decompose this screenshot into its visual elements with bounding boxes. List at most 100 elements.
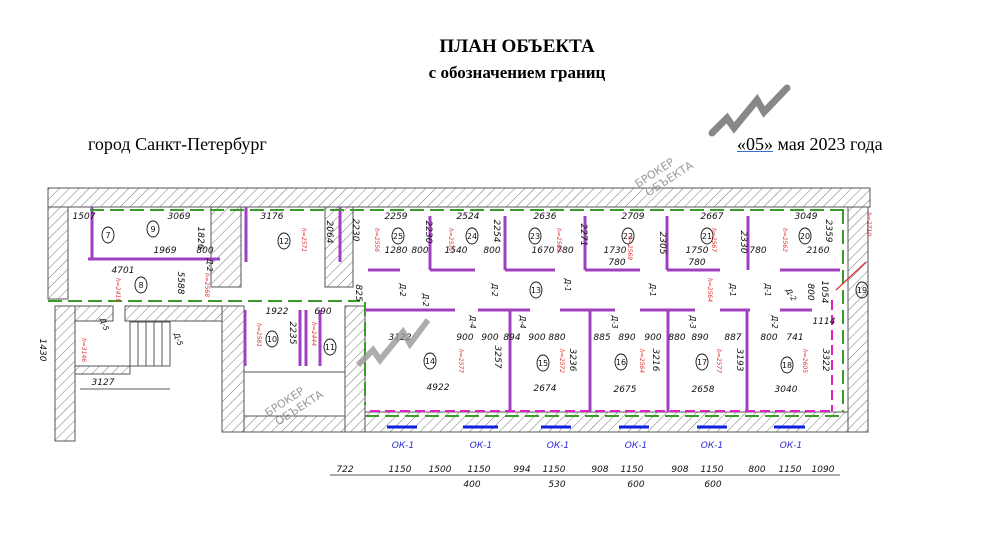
dimension-label: 800: [748, 465, 765, 475]
dimension-label: 1730: [604, 246, 627, 256]
dimension-label: 1507: [73, 212, 96, 222]
dimension-label: 2658: [692, 385, 715, 395]
room-number: 10: [267, 335, 277, 344]
dimension-label: 4701: [112, 266, 135, 276]
ceiling-height-label: h=3146: [80, 338, 87, 362]
dimension-label: 908: [671, 465, 688, 475]
ceiling-height-label: h=2556: [373, 228, 380, 252]
window-type-label: ОК-1: [470, 441, 492, 451]
dimension-label: 2330: [738, 231, 748, 254]
dimension-label: 600: [627, 480, 644, 490]
dimension-label: 1150: [621, 465, 644, 475]
dimension-label: 908: [591, 465, 608, 475]
room-number: 11: [325, 343, 335, 352]
room-number: 17: [697, 358, 707, 367]
dimension-label: 2305: [657, 232, 667, 255]
ceiling-height-label: h=2560: [555, 228, 562, 252]
room-number: 19: [857, 286, 867, 295]
dimension-label: 2636: [534, 212, 557, 222]
dimension-label: 800: [760, 333, 777, 343]
staircase: [129, 321, 346, 417]
dimension-label: 885: [593, 333, 610, 343]
dimension-label: 2259: [385, 212, 408, 222]
dimension-label: 1826: [195, 227, 205, 250]
window-type-label: ОК-1: [780, 441, 802, 451]
ceiling-height-label: h=2581: [255, 323, 262, 347]
door-label: Д-1: [563, 277, 572, 291]
dimension-label: 1969: [154, 246, 177, 256]
ceiling-height-label: h=2605: [801, 349, 808, 373]
dimension-label: 780: [688, 258, 705, 268]
ceiling-height-label: h=2562: [781, 228, 788, 252]
door-label: Д-5: [171, 330, 184, 347]
room-number: 14: [425, 357, 435, 366]
room-number-circle: [465, 227, 479, 245]
dimension-label: 800: [411, 246, 428, 256]
room-number: 20: [800, 232, 810, 241]
dimension-label: 2271: [578, 224, 588, 247]
door-label: Д-2: [770, 314, 779, 329]
dimension-label: 894: [503, 333, 520, 343]
watermark-logo: [708, 84, 791, 137]
dimension-label: 1430: [37, 339, 47, 362]
ceiling-height-label: h=2419: [114, 278, 121, 302]
dimension-label: 994: [513, 465, 530, 475]
room-number-circle: [529, 281, 543, 299]
dimension-label: 3257: [492, 346, 502, 369]
dimension-label: 800: [483, 246, 500, 256]
room-number-circle: [323, 338, 337, 356]
dimension-label: 800: [805, 283, 815, 300]
ceiling-height-label: h=2571: [300, 228, 307, 252]
dimension-label: 900: [481, 333, 498, 343]
door-label: Д-2: [421, 292, 430, 307]
room-number-circle: [101, 226, 115, 244]
room-number-circle: [798, 227, 812, 245]
dimension-label: 880: [668, 333, 685, 343]
window-type-label: ОК-1: [625, 441, 647, 451]
dimension-label: 2359: [823, 220, 833, 243]
room-number: 25: [393, 232, 403, 241]
red-marker-line: [835, 261, 867, 291]
ceiling-height-label: h=2564: [706, 278, 713, 302]
dimension-label: 3049: [795, 212, 818, 222]
dimension-label: 2254: [491, 220, 501, 243]
dimension-label: 530: [548, 480, 565, 490]
door-label: Д-2: [205, 257, 214, 272]
dimension-label: 690: [314, 307, 331, 317]
room-number-circle: [621, 227, 635, 245]
dimension-label: 1280: [385, 246, 408, 256]
room-number: 12: [279, 237, 289, 246]
dimension-label: 600: [704, 480, 721, 490]
document-subtitle: с обозначением границ: [428, 63, 606, 82]
door-label: Д-1: [763, 282, 772, 296]
dimension-label: 3216: [650, 349, 660, 372]
dimension-label: 3322: [820, 349, 830, 372]
dimension-label: 1500: [429, 465, 452, 475]
dimension-label: 1150: [701, 465, 724, 475]
door-label: Д-2: [783, 286, 798, 303]
ceiling-height-label: h=2569: [626, 236, 633, 260]
door-label: Д-3: [688, 314, 697, 329]
dimension-label: 2230: [423, 221, 433, 244]
dimension-label: 2709: [622, 212, 645, 222]
dimension-lines: [80, 388, 840, 476]
city-label: город Санкт-Петербург: [88, 134, 267, 154]
dimension-label: 2675: [614, 385, 637, 395]
room-number-circle: [695, 353, 709, 371]
dimension-label: 2064: [324, 221, 334, 244]
document-title: ПЛАН ОБЪЕКТА: [439, 36, 595, 57]
dimension-label: 2674: [534, 384, 557, 394]
room-number: 23: [530, 232, 540, 241]
dimension-label: 1090: [812, 465, 835, 475]
room-number: 9: [150, 225, 155, 234]
dimension-label: 3236: [567, 349, 577, 372]
door-label: Д-2: [398, 282, 407, 297]
dimension-label: 1670: [532, 246, 555, 256]
ceiling-height-label: h=2568: [203, 273, 210, 297]
dimension-label: 1922: [266, 307, 289, 317]
dimension-label: 1150: [779, 465, 802, 475]
